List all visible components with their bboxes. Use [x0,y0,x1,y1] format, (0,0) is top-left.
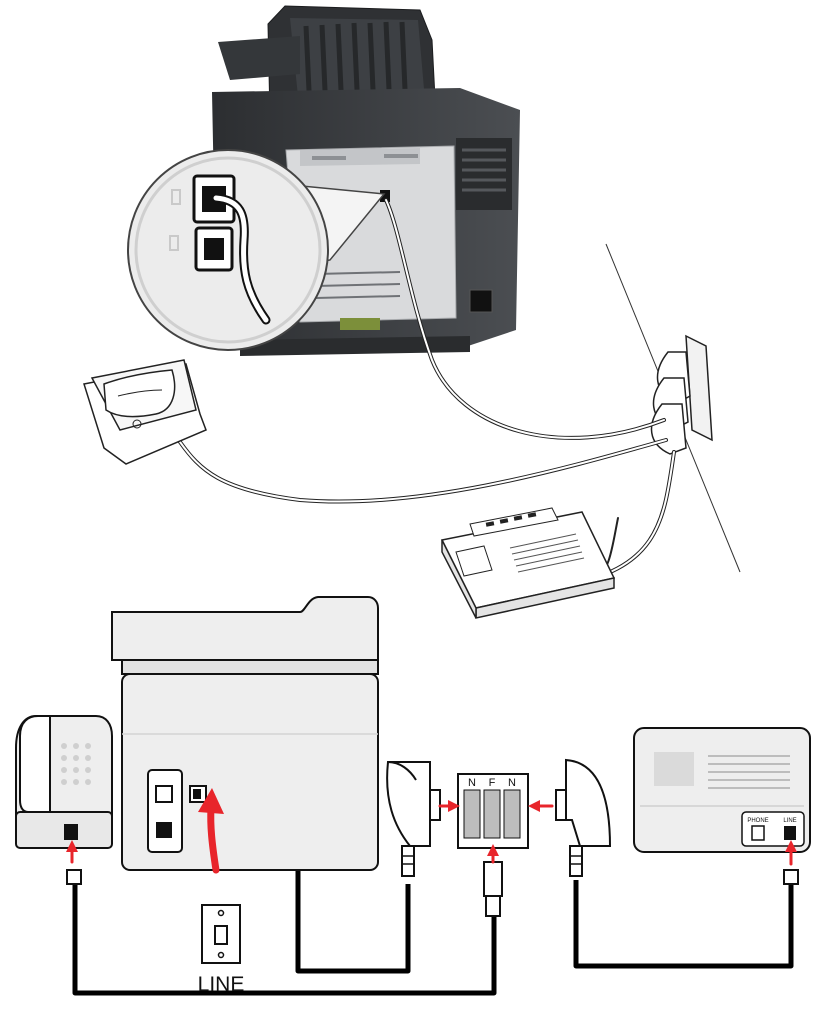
answering-line-port-label: LINE [783,818,796,824]
tae-plug-right [555,758,612,877]
port-magnifier-callout [127,149,386,351]
wall-adapter-stack [650,334,713,455]
splitter-label-f: F [489,777,496,789]
printer-schematic [111,596,379,871]
telephone-schematic [15,715,113,885]
printer-photo [212,5,520,356]
answering-machine-illustration [440,507,616,619]
wall-jack [201,904,241,964]
nfn-splitter [457,773,529,849]
answering-phone-port-label: PHONE [747,818,768,824]
tae-plug-left [386,761,441,877]
answering-machine-schematic [633,727,811,885]
splitter-label-n-left: N [468,777,476,789]
top-illustration [83,5,741,619]
connection-arrows [66,788,797,874]
splitter-label-n-right: N [508,777,516,789]
bottom-schematic: LINE [15,596,811,996]
desk-phone-illustration [83,359,207,465]
wall-jack-label: LINE [198,973,245,996]
line-plug [483,861,503,917]
